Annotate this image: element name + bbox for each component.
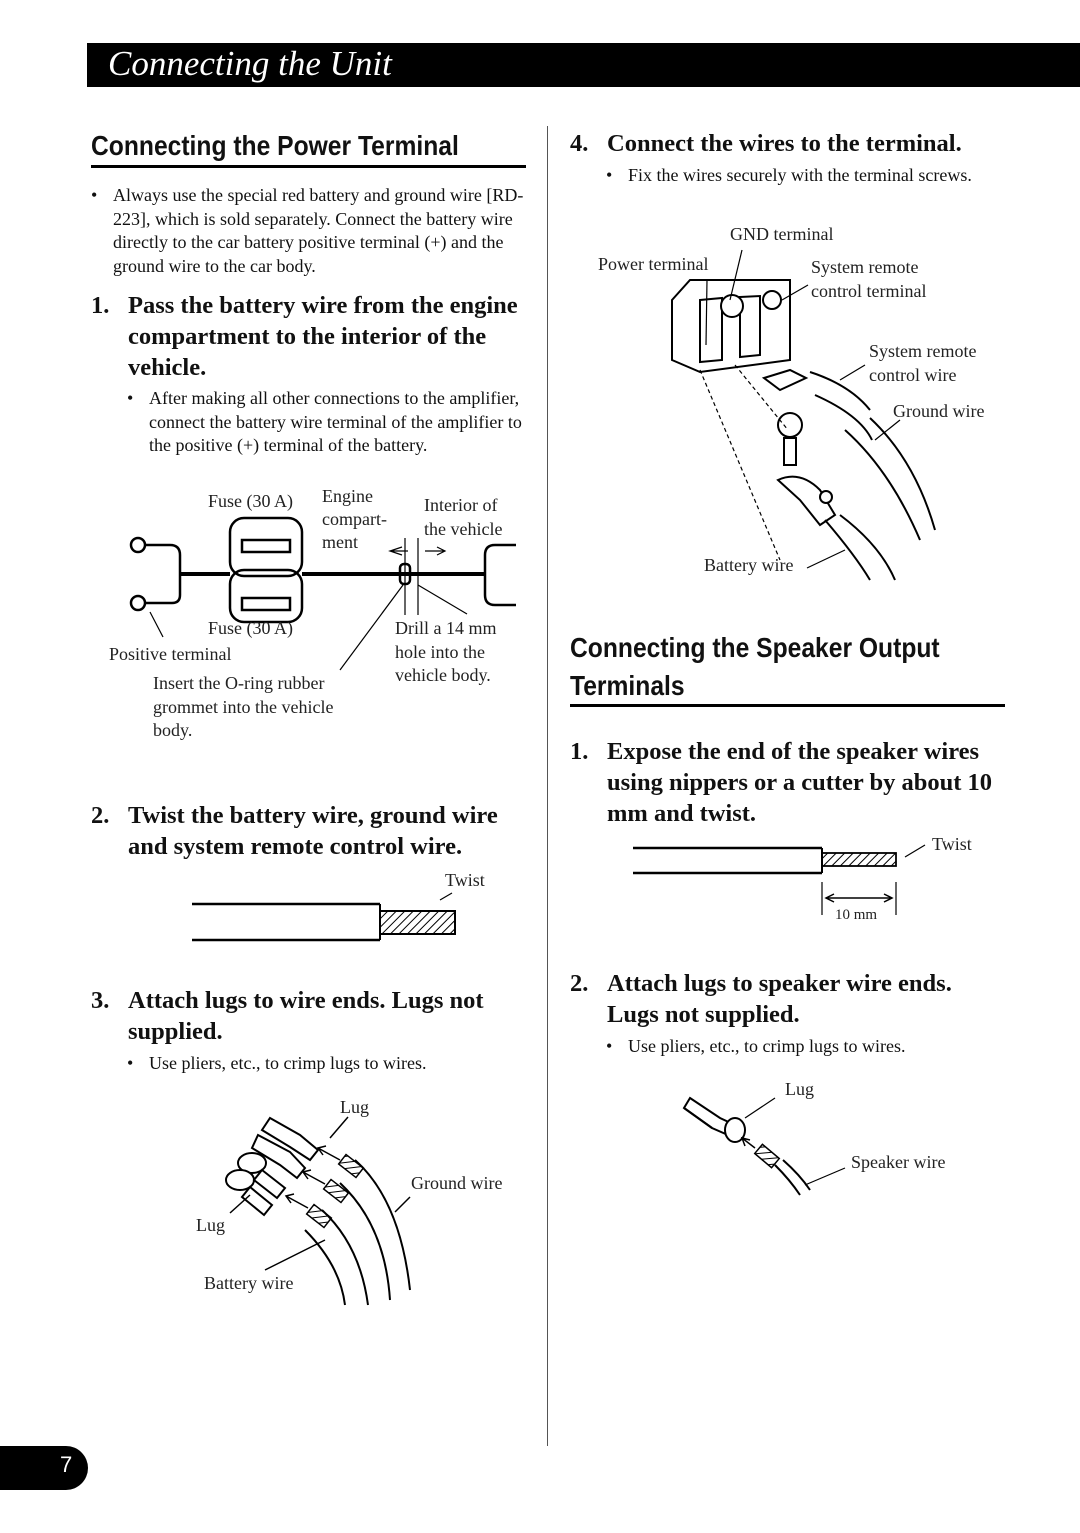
step-4: 4. Connect the wires to the terminal. [570, 128, 1006, 160]
page-number-tab [0, 1446, 88, 1490]
label-lug-right: Lug [785, 1079, 814, 1099]
label-gnd-terminal: GND terminal [730, 224, 834, 244]
speaker-step-1: 1. Expose the end of the speaker wires u… [570, 736, 1006, 832]
header-bar [87, 43, 1080, 87]
step-1: 1. Pass the battery wire from the engine… [91, 290, 527, 386]
step-number: 4. [570, 130, 589, 157]
label-speaker-wire: Speaker wire [851, 1152, 946, 1172]
bullet-dot: • [606, 1036, 613, 1056]
note-text: Fix the wires securely with the terminal… [628, 165, 972, 185]
step-text: Pass the battery wire from the engine co… [128, 292, 518, 381]
speaker-step-2-note: • Use pliers, etc., to crimp lugs to wir… [606, 1035, 1006, 1059]
label-twist-right: Twist [932, 834, 972, 854]
step-text: Attach lugs to wire ends. Lugs not suppl… [128, 987, 484, 1045]
label-power-terminal: Power terminal [598, 254, 709, 274]
step-3-note: • Use pliers, etc., to crimp lugs to wir… [127, 1052, 529, 1076]
page-header-title: Connecting the Unit [108, 44, 392, 83]
step-4-note: • Fix the wires securely with the termin… [606, 164, 986, 212]
step-2: 2. Twist the battery wire, ground wire a… [91, 800, 527, 864]
step-text: Expose the end of the speaker wires usin… [607, 738, 993, 827]
label-interior: Interior of the vehicle [424, 495, 503, 539]
note-text: After making all other connections to th… [149, 388, 522, 455]
label-battery-wire-right: Battery wire [704, 555, 794, 575]
label-twist-left: Twist [445, 870, 485, 890]
label-engine-compartment: Engine compart- ment [322, 486, 387, 552]
label-ground-wire-right: Ground wire [893, 401, 985, 421]
step-text: Connect the wires to the terminal. [607, 130, 962, 157]
label-src-terminal: System remote control terminal [811, 257, 927, 301]
step-text: Attach lugs to speaker wire ends. Lugs n… [607, 970, 952, 1028]
label-fuse-top: Fuse (30 A) [208, 491, 293, 511]
section-title-speaker-1: Connecting the Speaker Output [570, 632, 940, 663]
label-positive-terminal: Positive terminal [109, 644, 232, 664]
label-src-wire: System remote control wire [869, 341, 977, 385]
label-10mm: 10 mm [835, 907, 878, 923]
intro-text: Always use the special red battery and g… [113, 185, 524, 276]
label-ground-wire: Ground wire [411, 1173, 503, 1193]
step-number: 1. [91, 292, 110, 319]
bullet-dot: • [127, 388, 134, 408]
column-divider [547, 126, 548, 1446]
step-3: 3. Attach lugs to wire ends. Lugs not su… [91, 985, 527, 1049]
step-1-note: • After making all other connections to … [127, 387, 529, 483]
step-text: Twist the battery wire, ground wire and … [128, 802, 498, 860]
section-rule-speaker [570, 704, 1005, 707]
label-lug-top: Lug [340, 1097, 369, 1117]
label-grommet: Insert the O-ring rubber grommet into th… [153, 673, 334, 740]
page-number: 7 [60, 1452, 73, 1477]
step-number: 1. [570, 738, 589, 765]
step-number: 3. [91, 987, 110, 1014]
note-text: Use pliers, etc., to crimp lugs to wires… [628, 1036, 906, 1056]
label-lug-left: Lug [196, 1215, 225, 1235]
section-rule-power [91, 165, 526, 168]
section-title-power: Connecting the Power Terminal [91, 130, 459, 161]
note-text: Use pliers, etc., to crimp lugs to wires… [149, 1053, 427, 1073]
label-battery-wire-left: Battery wire [204, 1273, 294, 1293]
bullet-dot: • [606, 165, 613, 185]
intro-bullet: • Always use the special red battery and… [91, 184, 527, 280]
label-drill: Drill a 14 mm hole into the vehicle body… [395, 618, 497, 685]
speaker-step-2: 2. Attach lugs to speaker wire ends. Lug… [570, 968, 1006, 1032]
bullet-dot: • [91, 185, 98, 205]
section-title-speaker-2: Terminals [570, 670, 685, 701]
bullet-dot: • [127, 1053, 134, 1073]
label-fuse-bottom: Fuse (30 A) [208, 618, 293, 638]
step-number: 2. [570, 970, 589, 997]
step-number: 2. [91, 802, 110, 829]
